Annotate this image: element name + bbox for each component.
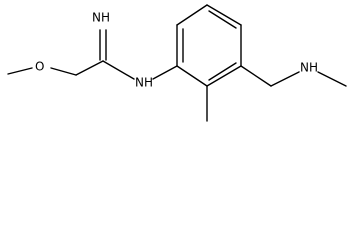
- ring-bond-5: [206, 65, 242, 87]
- ring-inner-double-3: [208, 62, 237, 81]
- bond-ring-methylene: [240, 65, 272, 87]
- atom-labels: NH O NH NH: [35, 11, 318, 90]
- bonds: [7, 4, 347, 122]
- bond-methylene-amidine-carbon: [75, 60, 104, 76]
- bond-oxygen-methylene: [50, 67, 77, 76]
- amine-nitrogen-label: NH: [300, 61, 318, 75]
- bond-methylene-amine: [270, 71, 300, 87]
- bond-methyl-oxygen: [7, 67, 33, 75]
- ring-bond-2: [176, 4, 208, 26]
- bond-amine-methyl: [317, 71, 347, 87]
- structure-canvas: NH O NH NH: [7, 4, 347, 122]
- bond-amidine-carbon-nitrogen: [102, 60, 135, 80]
- imine-label: NH: [92, 11, 110, 25]
- chemical-structure: NH O NH NH: [7, 4, 347, 122]
- ether-oxygen-label: O: [35, 60, 44, 74]
- bond-nitrogen-ring: [152, 65, 178, 80]
- ring-bond-3: [206, 4, 242, 26]
- ring-bond-6: [176, 65, 208, 87]
- amidine-nitrogen-label: NH: [135, 76, 153, 90]
- ring-inner-double-2: [208, 10, 237, 29]
